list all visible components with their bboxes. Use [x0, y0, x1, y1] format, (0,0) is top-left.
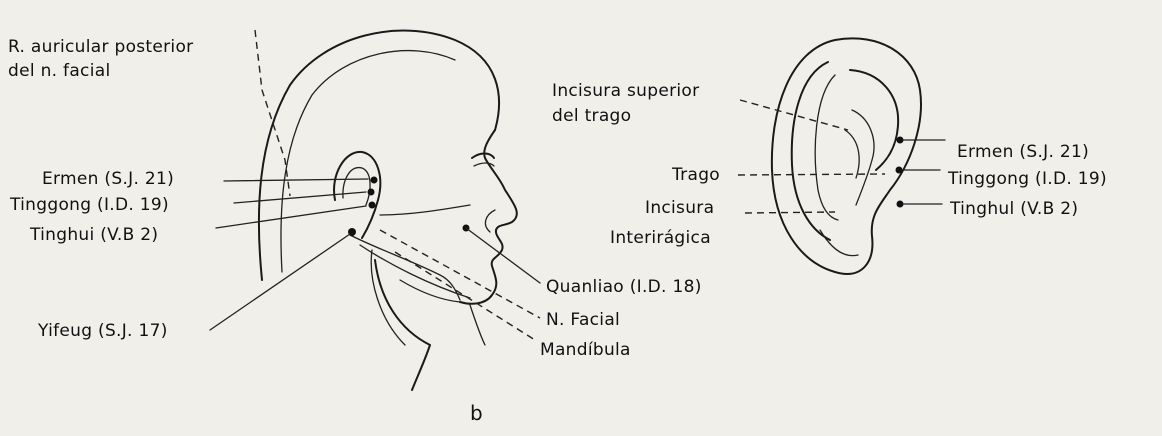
head-profile-drawing [259, 31, 517, 390]
auricular-label-line2: del n. facial [8, 61, 110, 81]
ear-ermen-label: Ermen (S.J. 21) [957, 142, 1089, 162]
yifeng-label: Yifeug (S.J. 17) [37, 321, 168, 341]
figure-caption: b [470, 401, 483, 425]
ear-tinggong-label: Tinggong (I.D. 19) [947, 169, 1107, 189]
ear-tinghui-label: Tinghul (V.B 2) [949, 199, 1078, 219]
incisura-inferior-label-line1: Incisura [645, 198, 714, 218]
trago-label: Trago [671, 165, 720, 185]
tinggong-label: Tinggong (I.D. 19) [9, 195, 169, 215]
ermen-point [371, 177, 378, 184]
incisura-inferior-label-line2: Interirágica [610, 228, 711, 248]
quanliao-label: Quanliao (I.D. 18) [546, 277, 702, 297]
incisura-superior-label-line1: Incisura superior [552, 81, 699, 101]
auricular-label-line1: R. auricular posterior [8, 37, 193, 57]
tinghui-point [369, 202, 376, 209]
tinghui-label: Tinghui (V.B 2) [29, 225, 158, 245]
incisura-superior-label-line2: del trago [552, 106, 631, 126]
ear-drawing [772, 38, 921, 274]
mandibula-label: Mandíbula [540, 340, 631, 360]
tinggong-point [368, 189, 375, 196]
ermen-label: Ermen (S.J. 21) [42, 169, 174, 189]
facial-nerve-label: N. Facial [546, 310, 620, 330]
